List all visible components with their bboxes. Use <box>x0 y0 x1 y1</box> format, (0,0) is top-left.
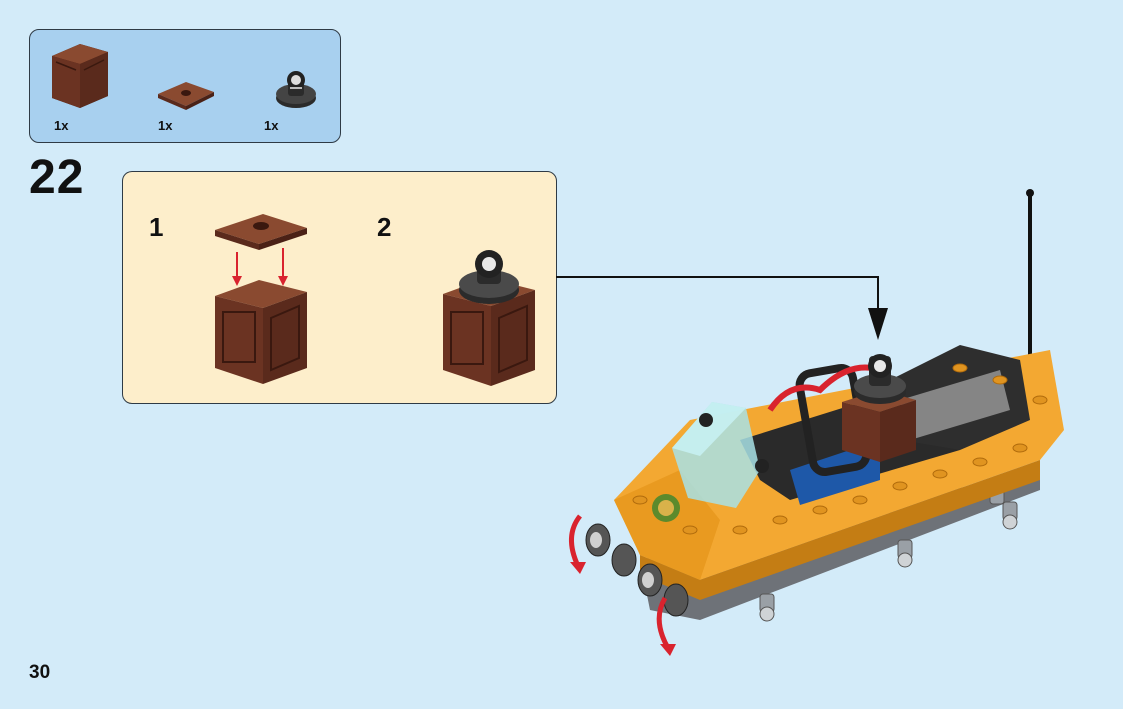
part-quantity: 1x <box>264 118 278 133</box>
brown-crate-icon <box>44 30 124 120</box>
subassembly-box: 1 2 <box>122 171 557 404</box>
part-quantity: 1x <box>158 118 172 133</box>
step-number: 22 <box>29 150 84 205</box>
parts-list-item: 1x <box>44 30 124 142</box>
brown-plate-icon <box>150 30 230 120</box>
page-number: 30 <box>29 662 50 684</box>
parts-list-item: 1x <box>256 30 336 142</box>
parts-list-item: 1x <box>150 30 230 142</box>
part-quantity: 1x <box>54 118 68 133</box>
black-clip-icon <box>256 30 336 120</box>
parts-list-box: 1x 1x 1x <box>29 29 341 143</box>
substep-2-illustration <box>123 172 556 403</box>
